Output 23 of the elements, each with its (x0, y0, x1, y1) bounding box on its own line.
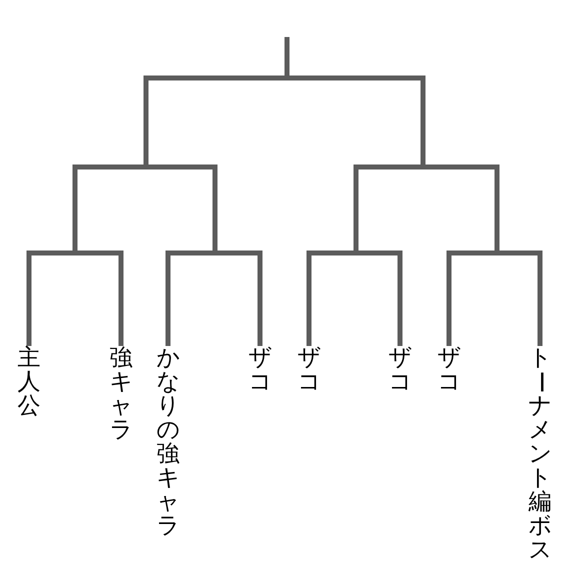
entrant-label: ザコ (388, 346, 412, 394)
entrant-label: トーナメント編ボス (528, 346, 552, 562)
entrant-label: かなりの強キャラ (156, 346, 180, 538)
bracket-line (75, 250, 124, 346)
bracket-line (354, 164, 423, 253)
bracket-line (166, 250, 215, 346)
entrant-label: ザコ (438, 346, 460, 394)
bracket-line (146, 164, 218, 253)
entrant-label: 強キャラ (110, 346, 132, 442)
bracket-line (72, 164, 146, 253)
entrant-label: ザコ (248, 346, 272, 394)
bracket-line (287, 76, 426, 167)
entrant-label: ザコ (298, 346, 320, 394)
bracket-line (446, 250, 497, 346)
bracket-line (306, 250, 356, 346)
bracket-line (497, 250, 542, 346)
bracket-line (284, 37, 290, 78)
bracket-line (144, 76, 287, 167)
bracket-line (215, 250, 262, 346)
entrant-label: 主人公 (18, 346, 40, 418)
bracket-line (423, 164, 500, 253)
bracket-line (356, 250, 402, 346)
bracket-line (26, 250, 75, 346)
